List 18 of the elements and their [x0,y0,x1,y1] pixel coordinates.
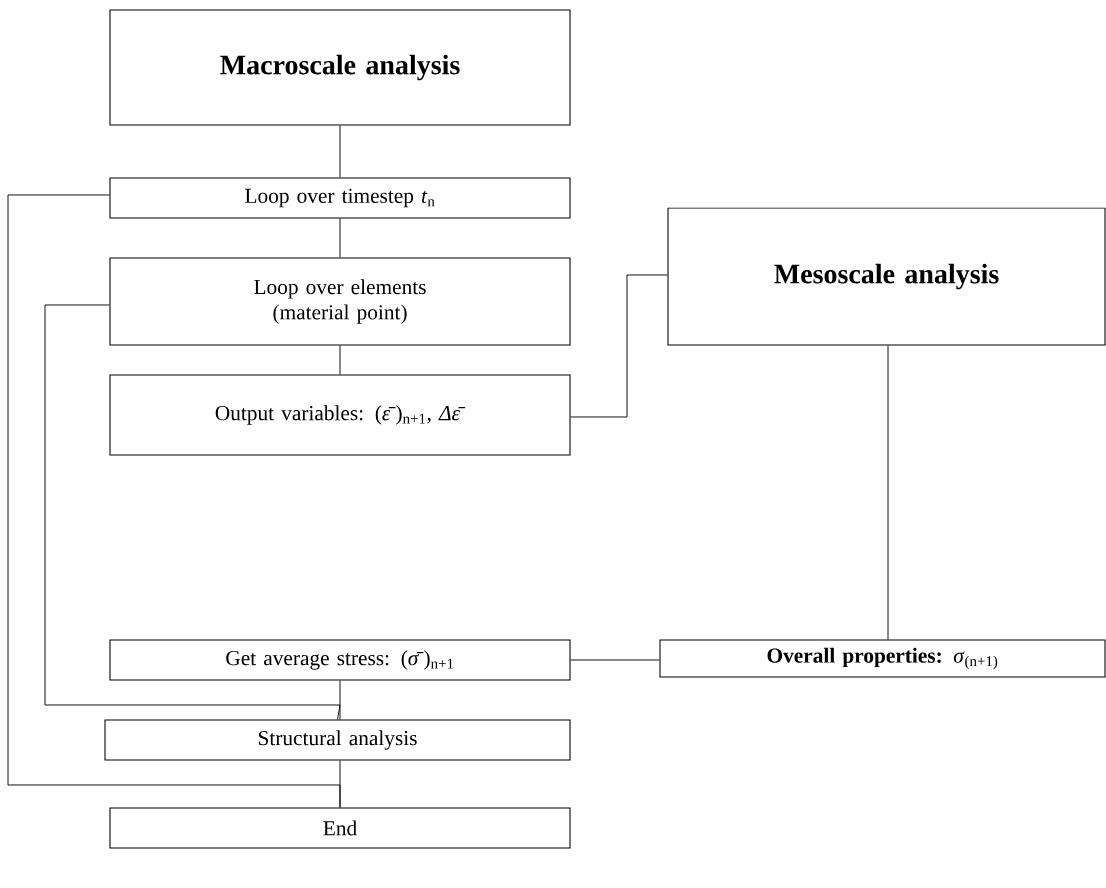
connector-line [570,274,668,418]
connector-line [887,345,889,640]
process-box: End [109,807,571,849]
connector-line [339,125,341,178]
heading-box: Macroscale analysis [109,9,571,126]
connector-line [44,304,341,720]
process-box: Loop over timestep t$_{n}$ [109,177,571,219]
process-box: Loop over elements (material point) [109,257,571,346]
process-box: Overall properties: σ$_{(n+1)}$ [659,639,1106,678]
connector-line [7,194,341,808]
process-box: Get average stress: (σ̄)$_{n+1}$ [109,639,571,681]
connector-line [339,345,341,375]
heading-box: Mesoscale analysis [667,207,1106,346]
connector-line [339,680,341,720]
process-box: Output variables: (ε̄)$_{n+1}$, Δε̄ [109,374,571,456]
connector-line [339,218,341,258]
process-box: Structural analysis [104,719,571,761]
connector-line [570,659,660,661]
